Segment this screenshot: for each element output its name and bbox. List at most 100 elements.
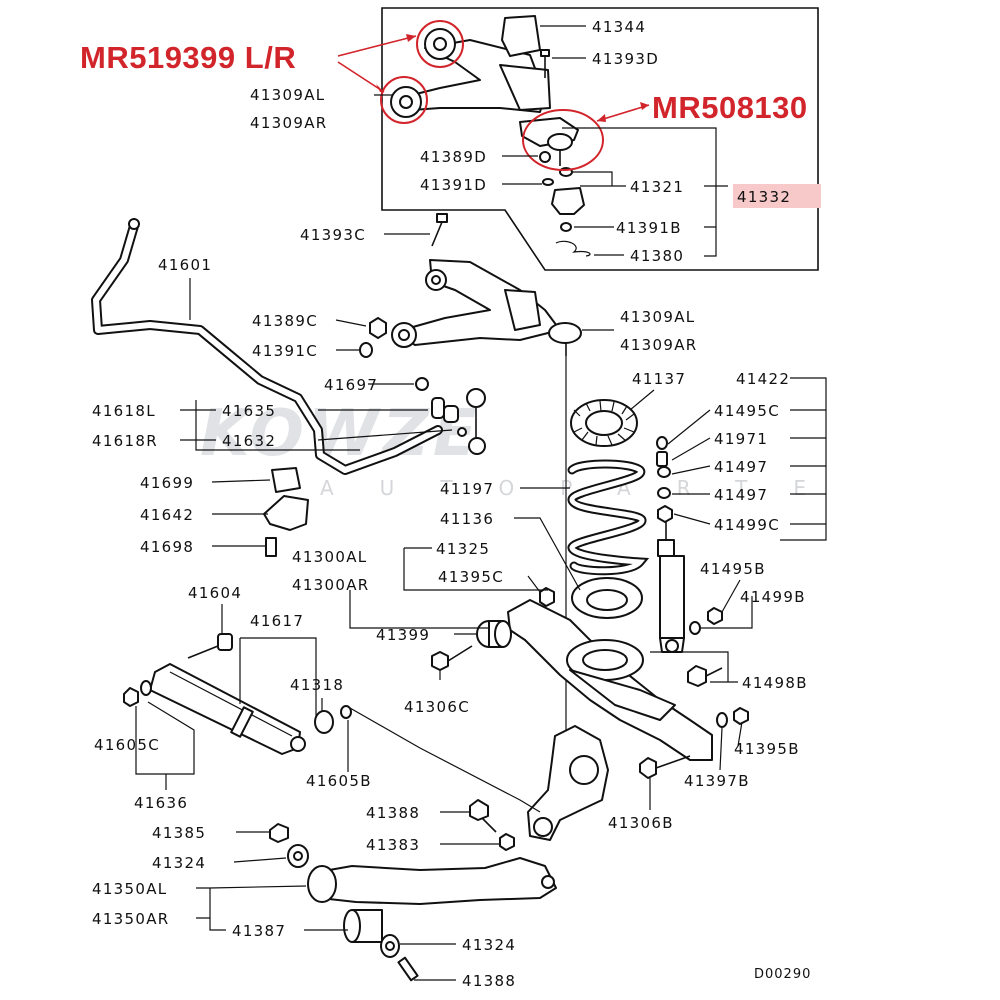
label-41306C: 41306C bbox=[404, 698, 470, 716]
bushing-41387 bbox=[343, 909, 383, 943]
label-41380: 41380 bbox=[630, 247, 684, 265]
stabilizer-link bbox=[415, 377, 486, 455]
washer-41391C bbox=[359, 342, 373, 358]
label-41422: 41422 bbox=[736, 370, 790, 388]
label-41309AR-top: 41309AR bbox=[250, 114, 328, 132]
washer-41391D bbox=[542, 178, 554, 186]
label-41306B: 41306B bbox=[608, 814, 674, 832]
spring-seat-41137 bbox=[570, 399, 638, 447]
bolt-41306B bbox=[639, 755, 691, 779]
bolt-41393D bbox=[540, 49, 550, 78]
label-41389D: 41389D bbox=[420, 148, 487, 166]
label-41318: 41318 bbox=[290, 676, 344, 694]
bolt-41698 bbox=[265, 537, 277, 557]
label-41499C: 41499C bbox=[714, 516, 780, 534]
label-41385: 41385 bbox=[152, 824, 206, 842]
boot-41321 bbox=[551, 167, 585, 215]
ball-joint bbox=[519, 117, 579, 166]
assembly-number: 41332 bbox=[737, 188, 791, 206]
label-41300AR: 41300AR bbox=[292, 576, 370, 594]
label-41309AL-mid: 41309AL bbox=[620, 308, 695, 326]
label-41636: 41636 bbox=[134, 794, 188, 812]
washer-41495B bbox=[689, 621, 701, 635]
label-41391B: 41391B bbox=[616, 219, 682, 237]
bolt-41498B bbox=[687, 665, 723, 687]
label-41497-a: 41497 bbox=[714, 458, 768, 476]
label-41499B: 41499B bbox=[740, 588, 806, 606]
bushing-41399 bbox=[476, 620, 512, 648]
shock-hardware bbox=[656, 436, 673, 523]
shock-absorber-41422 bbox=[657, 522, 685, 653]
label-41605B: 41605B bbox=[306, 772, 372, 790]
label-41618L: 41618L bbox=[92, 402, 156, 420]
inset-box bbox=[381, 7, 819, 271]
label-41388-top: 41388 bbox=[366, 804, 420, 822]
bolt-41388-top bbox=[469, 799, 497, 833]
nut-41499B bbox=[707, 607, 723, 625]
label-41324-top: 41324 bbox=[152, 854, 206, 872]
label-41395B: 41395B bbox=[734, 740, 800, 758]
leader-rod bbox=[349, 707, 541, 813]
bolt-41388-bottom bbox=[397, 956, 419, 982]
label-41387: 41387 bbox=[232, 922, 286, 940]
label-41350AR: 41350AR bbox=[92, 910, 170, 928]
label-41309AR-mid: 41309AR bbox=[620, 336, 698, 354]
label-41388-bottom: 41388 bbox=[462, 972, 516, 990]
bushing-41318 bbox=[314, 710, 334, 734]
callout-marks bbox=[337, 20, 650, 171]
lower-control-arm-41350 bbox=[307, 857, 557, 905]
bolt-41604 bbox=[187, 633, 233, 659]
lower-arm bbox=[507, 599, 713, 761]
washer-41324-top bbox=[287, 844, 309, 868]
label-41495C: 41495C bbox=[714, 402, 780, 420]
bracket-41642 bbox=[263, 495, 309, 531]
nut-41389D bbox=[539, 151, 551, 163]
label-41617: 41617 bbox=[250, 612, 304, 630]
label-41393C: 41393C bbox=[300, 226, 366, 244]
bolt-41385 bbox=[269, 823, 289, 843]
bolt-41306C bbox=[431, 645, 473, 671]
nut-41383 bbox=[499, 833, 515, 851]
washer-41397B bbox=[716, 712, 728, 728]
label-41399: 41399 bbox=[376, 626, 430, 644]
label-41498B: 41498B bbox=[742, 674, 808, 692]
label-41383: 41383 bbox=[366, 836, 420, 854]
label-41325: 41325 bbox=[436, 540, 490, 558]
label-41309AL-top: 41309AL bbox=[250, 86, 325, 104]
nut-41605B bbox=[340, 705, 352, 719]
label-41497-b: 41497 bbox=[714, 486, 768, 504]
label-41618R: 41618R bbox=[92, 432, 158, 450]
nut-41395B bbox=[733, 707, 749, 725]
lateral-rod-41617 bbox=[149, 663, 306, 755]
label-41324-bottom: 41324 bbox=[462, 936, 516, 954]
label-41397B: 41397B bbox=[684, 772, 750, 790]
bolt-41393C bbox=[431, 213, 448, 247]
nut-41605C bbox=[123, 680, 152, 707]
label-41395C: 41395C bbox=[438, 568, 504, 586]
callout-bushing: MR519399 L/R bbox=[80, 40, 296, 75]
upper-arm-inset bbox=[390, 28, 551, 118]
coil-spring-41197 bbox=[567, 459, 650, 576]
stabilizer-bar-41601 bbox=[91, 218, 443, 475]
part-labels: 41344 41393D 41309AL 41309AR 41389D 4139… bbox=[80, 18, 810, 990]
label-41136: 41136 bbox=[440, 510, 494, 528]
spring-seat-41136 bbox=[571, 577, 643, 619]
nut-41389C bbox=[369, 317, 387, 339]
label-41635: 41635 bbox=[222, 402, 276, 420]
nut-41395C bbox=[539, 587, 555, 607]
label-41344: 41344 bbox=[592, 18, 646, 36]
label-41697: 41697 bbox=[324, 376, 378, 394]
leader-lines bbox=[135, 25, 827, 981]
label-41391C: 41391C bbox=[252, 342, 318, 360]
label-41632: 41632 bbox=[222, 432, 276, 450]
label-41605C: 41605C bbox=[94, 736, 160, 754]
label-41604: 41604 bbox=[188, 584, 242, 602]
label-41137: 41137 bbox=[632, 370, 686, 388]
assembly-highlight bbox=[733, 184, 821, 208]
label-41197: 41197 bbox=[440, 480, 494, 498]
stabilizer-bushing-41699 bbox=[271, 467, 301, 493]
label-41495B: 41495B bbox=[700, 560, 766, 578]
label-41393D: 41393D bbox=[592, 50, 659, 68]
